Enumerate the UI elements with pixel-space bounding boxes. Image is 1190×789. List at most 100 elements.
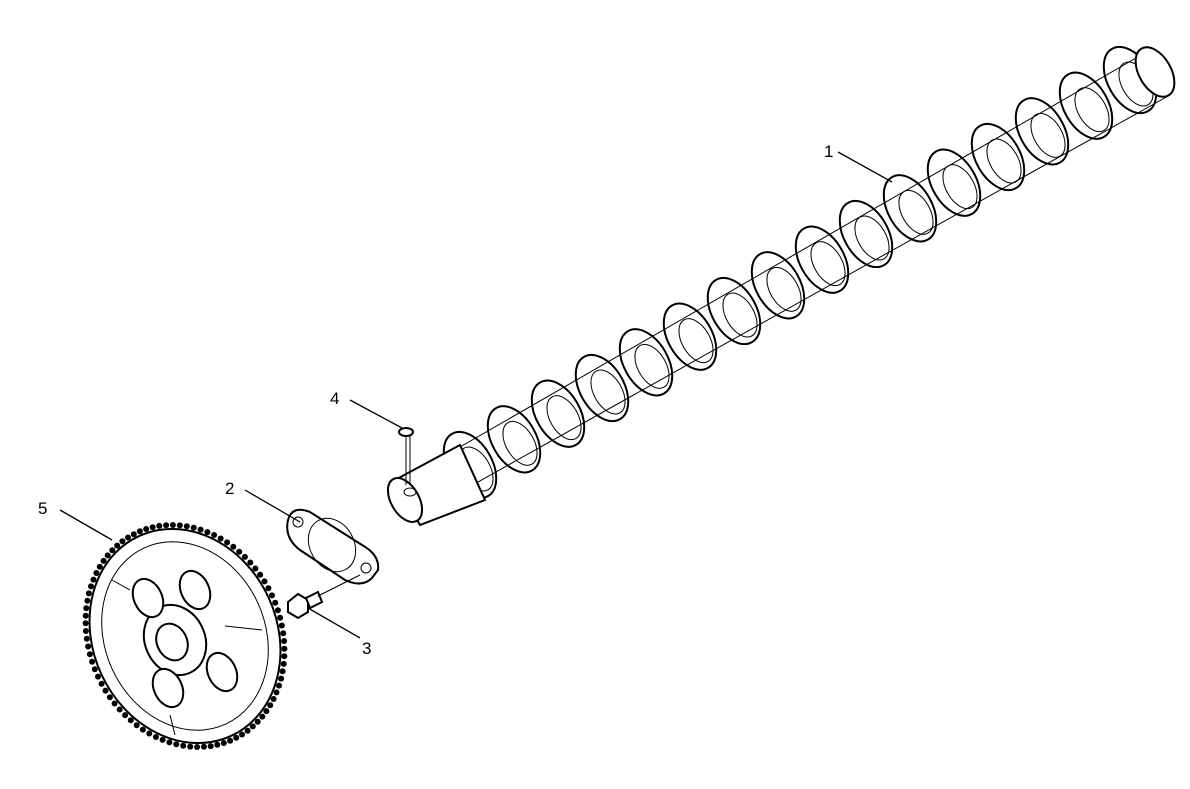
gear-tooth — [96, 563, 103, 570]
gear-tooth — [265, 585, 272, 592]
gear-tooth — [227, 737, 234, 744]
cam-lobe — [662, 302, 718, 371]
callout-3: 3 — [362, 639, 371, 658]
gear-tooth — [143, 526, 150, 532]
cam-lobe — [882, 174, 938, 243]
gear-tooth — [261, 578, 268, 585]
gear-tooth — [269, 592, 275, 599]
gear-tooth — [224, 539, 231, 546]
gear-tooth — [220, 740, 227, 746]
gear-tooth — [281, 653, 288, 660]
cam-lobe — [1014, 97, 1070, 166]
gear-tooth — [236, 548, 243, 555]
gear-tooth — [281, 645, 288, 652]
cam-lobe — [1058, 71, 1114, 140]
bolt-icon — [287, 574, 361, 620]
gear-tooth — [100, 557, 107, 564]
camshaft-icon — [386, 45, 1176, 527]
leader-lines — [59, 151, 893, 639]
gear-tooth — [102, 687, 109, 694]
gear-tooth — [159, 736, 166, 743]
gear-tooth — [119, 538, 126, 545]
gear-tooth — [194, 744, 201, 750]
gear-tooth — [98, 680, 105, 687]
gear-tooth — [259, 713, 266, 720]
leader-line-5 — [59, 509, 113, 541]
gear-tooth — [83, 605, 90, 612]
gear-tooth — [146, 730, 153, 737]
gear-tooth — [278, 622, 285, 629]
cam-lobe-inner — [810, 241, 846, 287]
gear-tooth — [214, 741, 221, 748]
gear-tooth — [136, 528, 143, 535]
cam-lobe-inner — [986, 138, 1022, 184]
cam-lobe — [970, 122, 1026, 192]
gear-tooth — [95, 673, 101, 680]
leader-line-3 — [307, 607, 361, 639]
gear-tooth — [130, 531, 137, 538]
gear-tooth — [106, 694, 113, 701]
gear-icon — [82, 522, 288, 750]
gear-tooth — [230, 543, 237, 550]
cam-lobe — [794, 225, 850, 294]
gear-tooth — [252, 565, 259, 572]
gear-tooth — [173, 741, 180, 748]
gear-tooth — [89, 658, 96, 665]
gear-tooth — [90, 576, 97, 583]
gear-tooth — [176, 522, 183, 529]
callouts: 1 2 3 4 5 — [38, 142, 833, 658]
gear-tooth — [272, 599, 279, 606]
gear-tooth — [277, 614, 284, 621]
gear-tooth — [233, 734, 240, 741]
gear-tooth — [280, 630, 287, 637]
key-icon — [398, 427, 414, 485]
gear-tooth — [254, 718, 261, 725]
gear-tooth — [111, 700, 118, 707]
gear-tooth — [125, 534, 131, 541]
gear-tooth — [156, 522, 163, 529]
gear-tooth — [85, 590, 92, 597]
gear-tooth — [114, 542, 121, 549]
gear-tooth — [82, 620, 89, 627]
callout-4: 4 — [330, 389, 339, 408]
gear-tooth — [180, 742, 187, 749]
leader-line-1 — [837, 151, 893, 183]
gear-tooth — [279, 668, 286, 675]
cam-lobe — [486, 405, 542, 474]
gear-tooth — [244, 727, 251, 734]
gear-tooth — [278, 675, 285, 682]
gear-tooth — [200, 743, 207, 750]
gear-tooth — [190, 524, 197, 531]
gear-tooth — [270, 696, 277, 702]
gear-tooth — [149, 524, 156, 531]
gear-tooth — [280, 660, 287, 667]
cam-lobe — [618, 328, 674, 397]
gear-tooth — [241, 553, 248, 560]
gear-tooth — [211, 532, 218, 538]
cam-lobe-inner — [502, 420, 538, 466]
cam-lobe — [750, 251, 806, 320]
cam-lobe — [706, 276, 762, 346]
gear-tooth — [86, 651, 93, 658]
gear-tooth — [207, 743, 214, 750]
gear-tooth — [204, 529, 211, 536]
leader-line-4 — [349, 399, 403, 429]
cam-lobe-inner — [590, 369, 626, 415]
gear-tooth — [82, 628, 89, 634]
gear-tooth — [249, 723, 256, 730]
cam-lobe-inner — [678, 318, 714, 364]
gear-tooth — [133, 722, 140, 729]
gear-tooth — [273, 689, 280, 696]
gear-tooth — [166, 739, 173, 746]
gear-tooth — [274, 607, 281, 614]
gear-tooth — [263, 708, 270, 715]
gear-tooth — [281, 638, 288, 644]
thrust-plate-icon — [286, 508, 380, 585]
gear-tooth — [183, 523, 190, 530]
cam-lobe-inner — [766, 266, 802, 312]
gear-tooth — [197, 526, 204, 533]
gear-tooth — [116, 706, 123, 713]
gear-tooth — [247, 559, 254, 566]
gear-tooth — [127, 717, 134, 724]
